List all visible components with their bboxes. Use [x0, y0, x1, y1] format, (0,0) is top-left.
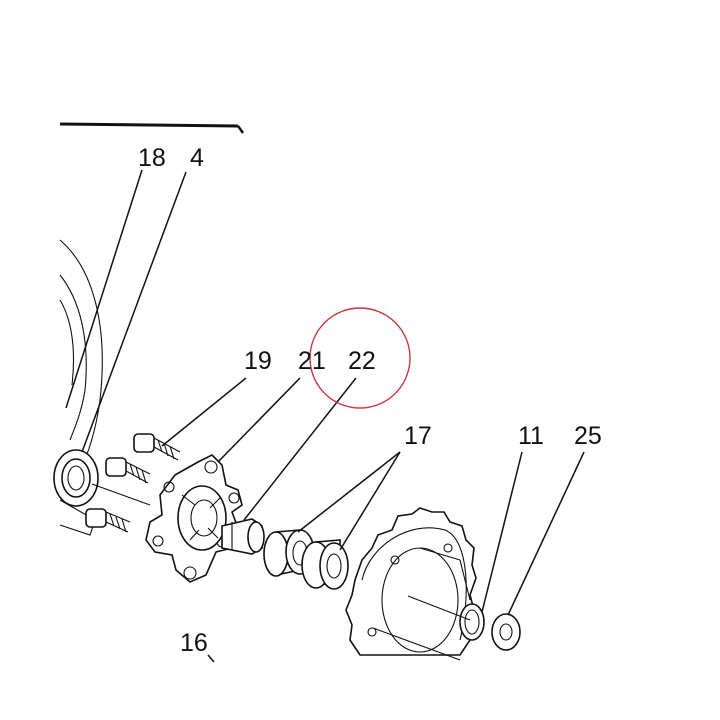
bearings-pair	[263, 529, 349, 590]
callout-18: 18	[138, 144, 166, 172]
snap-ring	[459, 603, 485, 641]
axis-lines	[91, 483, 471, 661]
studs	[85, 433, 181, 533]
callout-22: 22	[348, 347, 376, 375]
callout-19: 19	[244, 347, 272, 375]
callout-16: 16	[180, 629, 208, 657]
wheel-outline	[59, 239, 103, 536]
sprocket	[345, 507, 477, 656]
callout-25: 25	[574, 422, 602, 450]
callout-4: 4	[190, 144, 204, 172]
callout-17: 17	[404, 422, 432, 450]
callout-11: 11	[518, 422, 544, 450]
frame-edge	[59, 122, 245, 134]
washer	[491, 613, 521, 651]
bearing-left	[53, 449, 99, 507]
leader-lines	[65, 169, 585, 663]
spindle-sleeve	[221, 518, 265, 555]
highlight-circle	[309, 307, 411, 409]
callout-21: 21	[298, 347, 326, 375]
flange-hub	[145, 454, 243, 583]
